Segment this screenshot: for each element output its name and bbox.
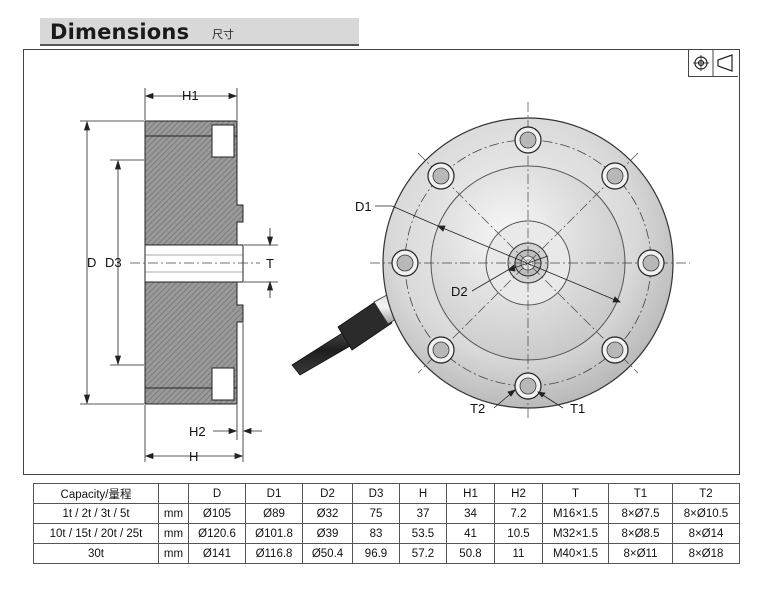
col-header: T bbox=[542, 483, 609, 504]
col-header: H bbox=[399, 483, 447, 504]
label-t: T bbox=[266, 256, 274, 271]
table-cell: M16×1.5 bbox=[542, 503, 609, 524]
col-header: H2 bbox=[494, 483, 543, 504]
table-cell: 53.5 bbox=[399, 523, 447, 544]
table-cell: Ø32 bbox=[302, 503, 353, 524]
table-cell: 41 bbox=[446, 523, 495, 544]
table-cell: Ø50.4 bbox=[302, 543, 353, 564]
section-title-bar: Dimensions 尺寸 bbox=[40, 18, 359, 46]
col-header: D bbox=[188, 483, 246, 504]
bolt-hole-top bbox=[514, 126, 542, 154]
label-h2: H2 bbox=[189, 424, 206, 439]
table-cell: Ø89 bbox=[245, 503, 303, 524]
table-row: 10t / 15t / 20t / 25t mm Ø120.6 Ø101.8 Ø… bbox=[33, 523, 740, 544]
table-row: 30t mm Ø141 Ø116.8 Ø50.4 96.9 57.2 50.8 … bbox=[33, 543, 740, 564]
col-header: D2 bbox=[302, 483, 353, 504]
dimension-table: Capacity/量程 D D1 D2 D3 H H1 H2 T T1 T2 1… bbox=[33, 483, 740, 564]
bolt-hole-bottom-left bbox=[427, 336, 455, 364]
label-h1: H1 bbox=[182, 88, 199, 103]
table-cell: Ø39 bbox=[302, 523, 353, 544]
table-cell: 83 bbox=[352, 523, 400, 544]
side-section-view bbox=[130, 120, 260, 405]
front-dimension-lines bbox=[375, 205, 621, 409]
table-cell: 7.2 bbox=[494, 503, 543, 524]
col-header: Capacity/量程 bbox=[33, 483, 159, 504]
label-h: H bbox=[189, 449, 199, 464]
table-cell: 1t / 2t / 3t / 5t bbox=[33, 503, 159, 524]
side-dimension-lines bbox=[80, 88, 278, 462]
page-title: Dimensions bbox=[50, 20, 190, 44]
table-cell: M32×1.5 bbox=[542, 523, 609, 544]
table-cell: Ø105 bbox=[188, 503, 246, 524]
table-cell: 11 bbox=[494, 543, 543, 564]
col-header: H1 bbox=[446, 483, 495, 504]
label-d2: D2 bbox=[451, 284, 468, 299]
table-header-row: Capacity/量程 D D1 D2 D3 H H1 H2 T T1 T2 bbox=[33, 483, 740, 504]
table-cell: M40×1.5 bbox=[542, 543, 609, 564]
table-cell: 75 bbox=[352, 503, 400, 524]
bolt-hole-top-right bbox=[601, 162, 629, 190]
front-bolt-holes bbox=[391, 126, 665, 400]
label-d3: D3 bbox=[105, 255, 122, 270]
bolt-hole-bottom-right bbox=[601, 336, 629, 364]
table-cell: mm bbox=[158, 503, 189, 524]
projection-symbol bbox=[688, 50, 738, 77]
table-cell: 34 bbox=[446, 503, 495, 524]
table-cell: mm bbox=[158, 543, 189, 564]
table-cell: mm bbox=[158, 523, 189, 544]
bolt-hole-top-left bbox=[427, 162, 455, 190]
col-header bbox=[158, 483, 189, 504]
bolt-hole-right bbox=[637, 249, 665, 277]
front-view bbox=[291, 102, 690, 420]
table-cell: 8×Ø7.5 bbox=[608, 503, 673, 524]
table-cell: Ø101.8 bbox=[245, 523, 303, 544]
table-cell: 50.8 bbox=[446, 543, 495, 564]
col-header: D1 bbox=[245, 483, 303, 504]
table-cell: Ø141 bbox=[188, 543, 246, 564]
page-subtitle: 尺寸 bbox=[212, 28, 234, 41]
table-cell: 8×Ø18 bbox=[672, 543, 740, 564]
label-t2: T2 bbox=[470, 401, 486, 416]
col-header: T1 bbox=[608, 483, 673, 504]
table-cell: Ø120.6 bbox=[188, 523, 246, 544]
col-header: T2 bbox=[672, 483, 740, 504]
bolt-hole-bottom bbox=[514, 372, 542, 400]
table-cell: Ø116.8 bbox=[245, 543, 303, 564]
label-d: D bbox=[87, 255, 97, 270]
label-d1: D1 bbox=[355, 199, 372, 214]
table-cell: 8×Ø11 bbox=[608, 543, 673, 564]
bolt-hole-left bbox=[391, 249, 419, 277]
table-cell: 8×Ø8.5 bbox=[608, 523, 673, 544]
table-cell: 10t / 15t / 20t / 25t bbox=[33, 523, 159, 544]
table-row: 1t / 2t / 3t / 5t mm Ø105 Ø89 Ø32 75 37 … bbox=[33, 503, 740, 524]
table-cell: 8×Ø14 bbox=[672, 523, 740, 544]
table-cell: 96.9 bbox=[352, 543, 400, 564]
table-cell: 37 bbox=[399, 503, 447, 524]
table-cell: 8×Ø10.5 bbox=[672, 503, 740, 524]
table-cell: 30t bbox=[33, 543, 159, 564]
label-t1: T1 bbox=[570, 401, 586, 416]
table-cell: 57.2 bbox=[399, 543, 447, 564]
col-header: D3 bbox=[352, 483, 400, 504]
table-cell: 10.5 bbox=[494, 523, 543, 544]
projection-symbol-icon bbox=[693, 50, 733, 76]
